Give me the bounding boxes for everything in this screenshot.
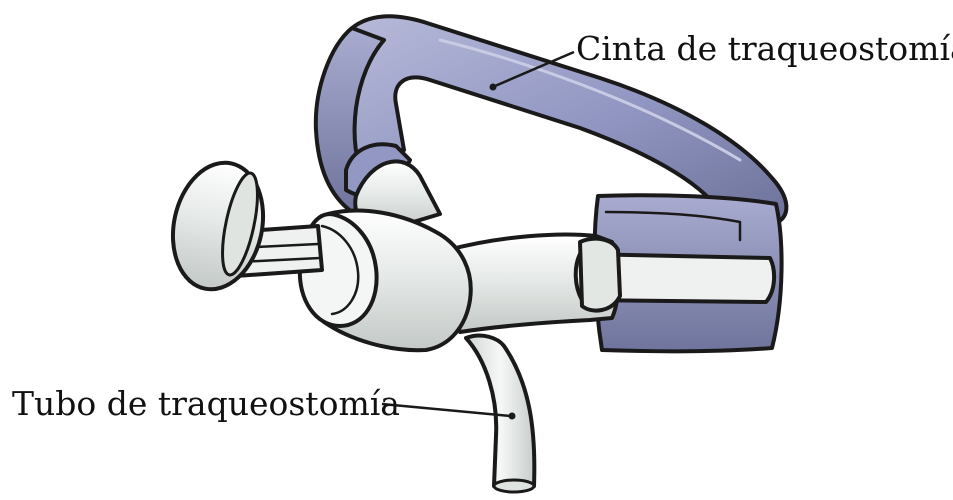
tube-leader-line [382, 404, 510, 416]
tube-cannula [466, 336, 534, 486]
tube-label: Tubo de traqueostomía [12, 384, 400, 423]
tube-flange-clip [580, 239, 620, 311]
callout-tube: Tubo de traqueostomía [12, 384, 510, 423]
tie-label: Cinta de traqueostomía [576, 29, 953, 68]
tube-cannula-end [494, 480, 534, 492]
